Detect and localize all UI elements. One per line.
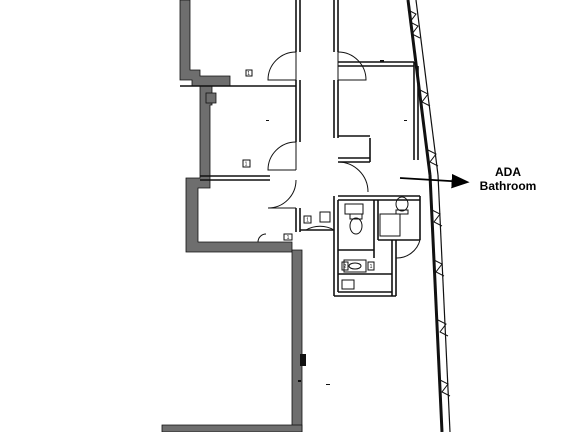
right-exterior-wall (406, 0, 451, 432)
tag-text: 2 (344, 264, 347, 270)
tag-text: 1 (287, 235, 290, 241)
fixtures (242, 69, 409, 290)
door-swings (257, 51, 421, 259)
tag-text: 1 (247, 71, 250, 77)
callout-line-2: Bathroom (479, 179, 537, 193)
callout-line-1: ADA (495, 165, 521, 179)
equipment-tags: 1 1 1 1 1 2 (245, 71, 373, 270)
left-exterior-wall (179, 0, 293, 253)
tag-text: 1 (245, 162, 248, 168)
ada-bathroom-callout: ADA Bathroom (468, 165, 548, 193)
lower-exterior-wall (161, 249, 303, 432)
sink-3 (341, 279, 355, 290)
toilet-1 (349, 217, 363, 235)
plan-markers (266, 60, 407, 385)
interior-walls (180, 0, 421, 297)
sink-1 (343, 259, 367, 273)
tag-text: 1 (370, 264, 373, 270)
toilet-2 (395, 196, 409, 212)
sink-2 (344, 203, 364, 215)
callout-arrow (399, 173, 470, 189)
tag-text: 1 (306, 218, 309, 224)
